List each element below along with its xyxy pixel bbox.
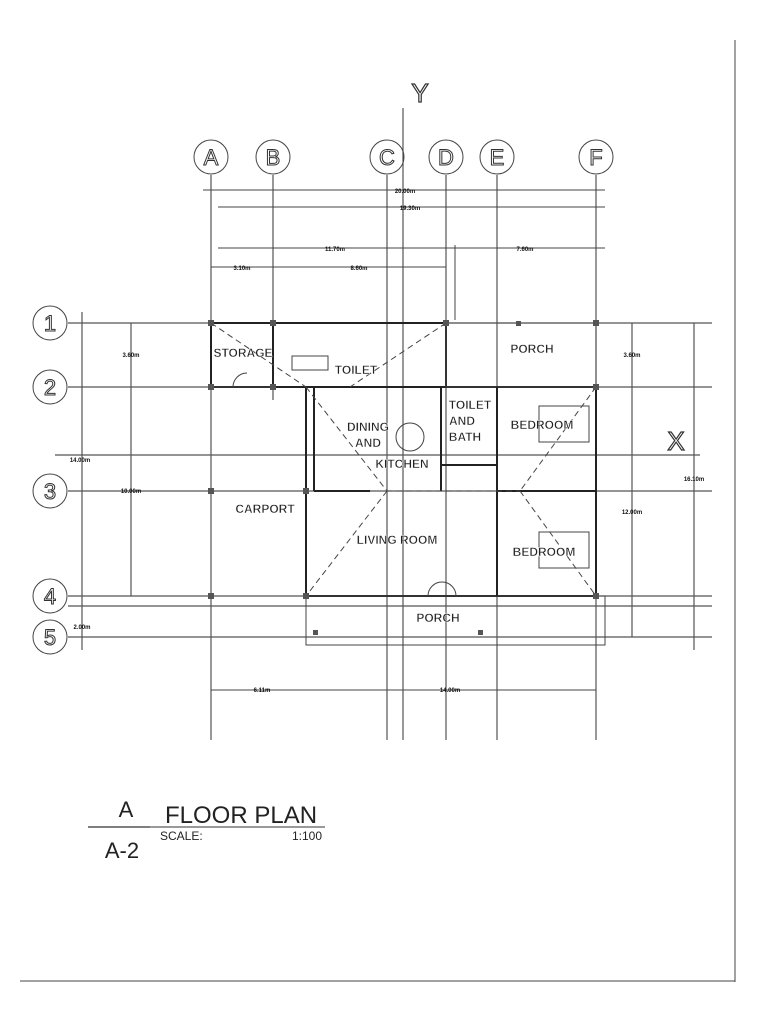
dim-left-overall: 14.00m [70,458,90,464]
dim-right-12: 3.60m [623,353,640,359]
dim-bottom-right: 14.00m [440,688,460,694]
room-porch-bottom: PORCH [416,611,459,625]
room-living: LIVING ROOM [357,533,438,547]
room-toilet-bath-3: BATH [449,430,481,444]
room-bedroom-1: BEDROOM [511,418,574,432]
grid-label-2: 2 [44,375,56,400]
grid-label-1: 1 [44,311,56,336]
walls [210,322,606,646]
dim-bottom-left: 6.11m [254,688,271,694]
dim-left-12: 3.60m [122,353,139,359]
grid-label-b: B [266,145,281,170]
dim-right-overall: 16.10m [684,477,704,483]
grid-row-lines [55,312,712,650]
dim-top-second: 19.30m [400,206,420,212]
room-dining-1: DINING [347,420,389,434]
room-toilet: TOILET [335,363,378,377]
detail-number: A [119,797,134,822]
y-axis-label: Y [411,78,428,108]
grid-label-d: D [438,145,454,170]
room-carport: CARPORT [235,502,295,516]
dim-left-24: 10.00m [121,489,141,495]
columns-posts [208,320,599,635]
dim-top-right: 7.60m [516,247,533,253]
room-dining-2: AND [355,436,381,450]
scale-value: 1:100 [292,829,322,843]
room-porch-top: PORCH [510,342,553,356]
dim-top-overall: 20.00m [395,189,415,195]
grid-label-5: 5 [44,625,56,650]
bed-2 [538,531,590,569]
room-bedroom-2: BEDROOM [513,545,576,559]
grid-label-f: F [589,145,602,170]
room-dining-3: KITCHEN [375,457,428,471]
column-bubbles: A B C D E F [193,139,614,175]
room-toilet-bath-2: AND [449,414,475,428]
grid-label-a: A [204,145,219,170]
dining-table [395,422,425,452]
top-dimension-lines [203,189,605,691]
room-labels: STORAGE TOILET PORCH DINING AND KITCHEN … [213,342,575,625]
bed-1 [538,405,590,443]
room-storage: STORAGE [213,346,272,360]
sink [291,355,329,371]
dim-top-bd: 8.60m [350,266,367,272]
scale-label: SCALE: [160,829,203,843]
dim-top-left: 11.70m [325,247,345,253]
dim-top-ab: 3.10m [233,266,250,272]
storage-door [232,372,248,388]
room-toilet-bath-1: TOILET [449,398,492,412]
grid-label-e: E [490,145,505,170]
x-axis-label: X [667,426,684,456]
sheet-number: A-2 [105,838,139,863]
dimension-labels: 20.00m 19.30m 11.70m 7.60m 3.10m 8.60m 3… [70,189,704,694]
grid-label-3: 3 [44,479,56,504]
grid-label-c: C [379,145,395,170]
grid-column-lines [210,108,597,740]
dim-right-25: 12.00m [622,510,642,516]
dim-left-45: 2.00m [73,625,90,631]
grid-label-4: 4 [44,584,56,609]
drawing-title: FLOOR PLAN [165,802,317,829]
title-block: A A-2 FLOOR PLAN SCALE: 1:100 [88,797,325,863]
row-bubbles: 1 2 3 4 5 [32,305,68,655]
main-door [427,581,457,597]
